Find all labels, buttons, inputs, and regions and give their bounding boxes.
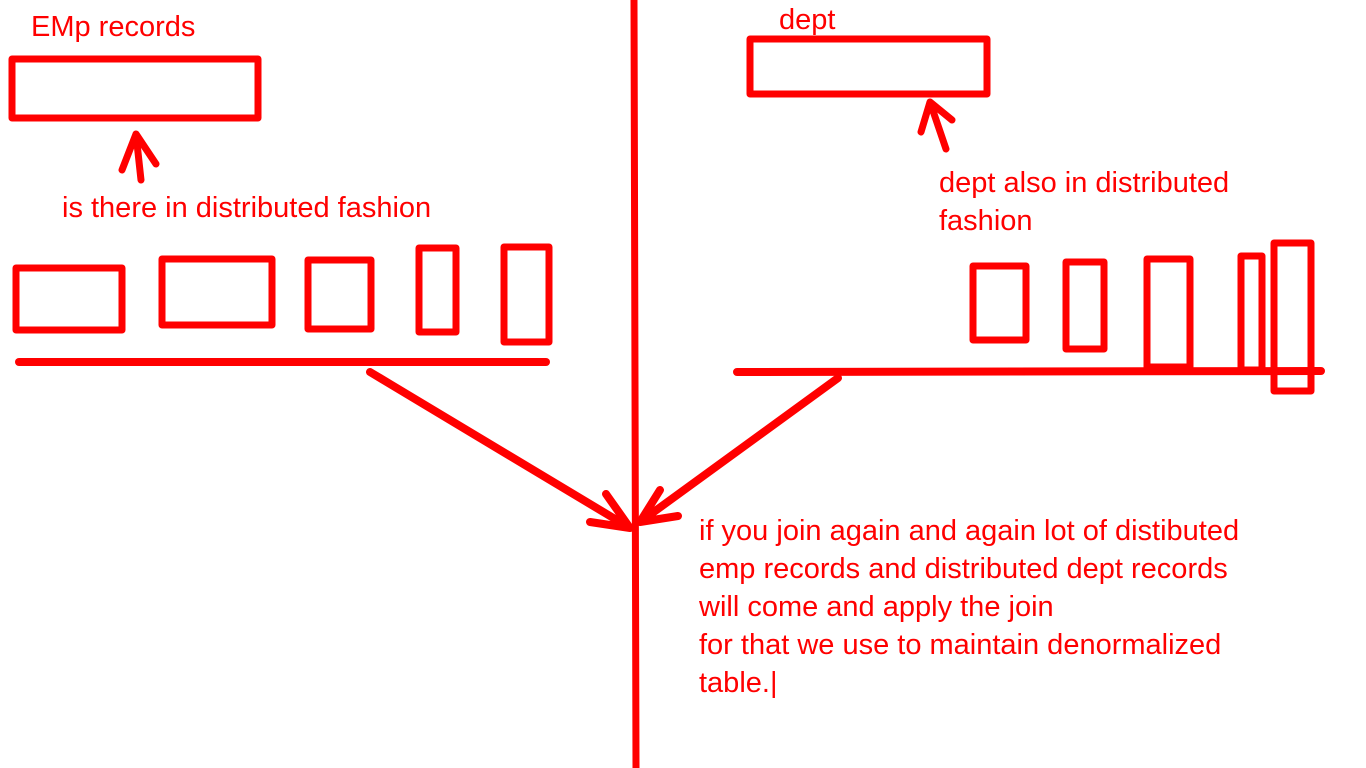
dept-pointer-arrow xyxy=(917,98,956,153)
dept-distributed-label: dept also in distributed fashion xyxy=(939,167,1230,237)
emp-join-arrow xyxy=(366,368,634,532)
dept-baseline xyxy=(733,367,1325,376)
emp-partition-box xyxy=(158,255,276,329)
join-explanation-text: if you join again and again lot of disti… xyxy=(699,515,1240,699)
dept-partition-box xyxy=(969,262,1030,344)
dept-box xyxy=(746,35,991,98)
emp-distributed-label: is there in distributed fashion xyxy=(62,192,432,224)
center-divider-line xyxy=(630,0,640,768)
dept-partition-box xyxy=(1143,255,1194,371)
emp-records-box xyxy=(8,55,262,122)
emp-partition-box xyxy=(415,244,460,336)
emp-records-label: EMp records xyxy=(31,11,196,43)
dept-partition-box xyxy=(1237,252,1266,374)
dept-join-arrow xyxy=(636,374,842,526)
emp-partition-box xyxy=(304,256,375,333)
emp-partition-box xyxy=(500,243,553,346)
emp-pointer-arrow xyxy=(118,130,160,184)
dept-partition-box xyxy=(1270,239,1315,395)
dept-label: dept xyxy=(779,4,836,36)
dept-partition-box xyxy=(1062,258,1108,353)
emp-partition-box xyxy=(12,264,126,334)
